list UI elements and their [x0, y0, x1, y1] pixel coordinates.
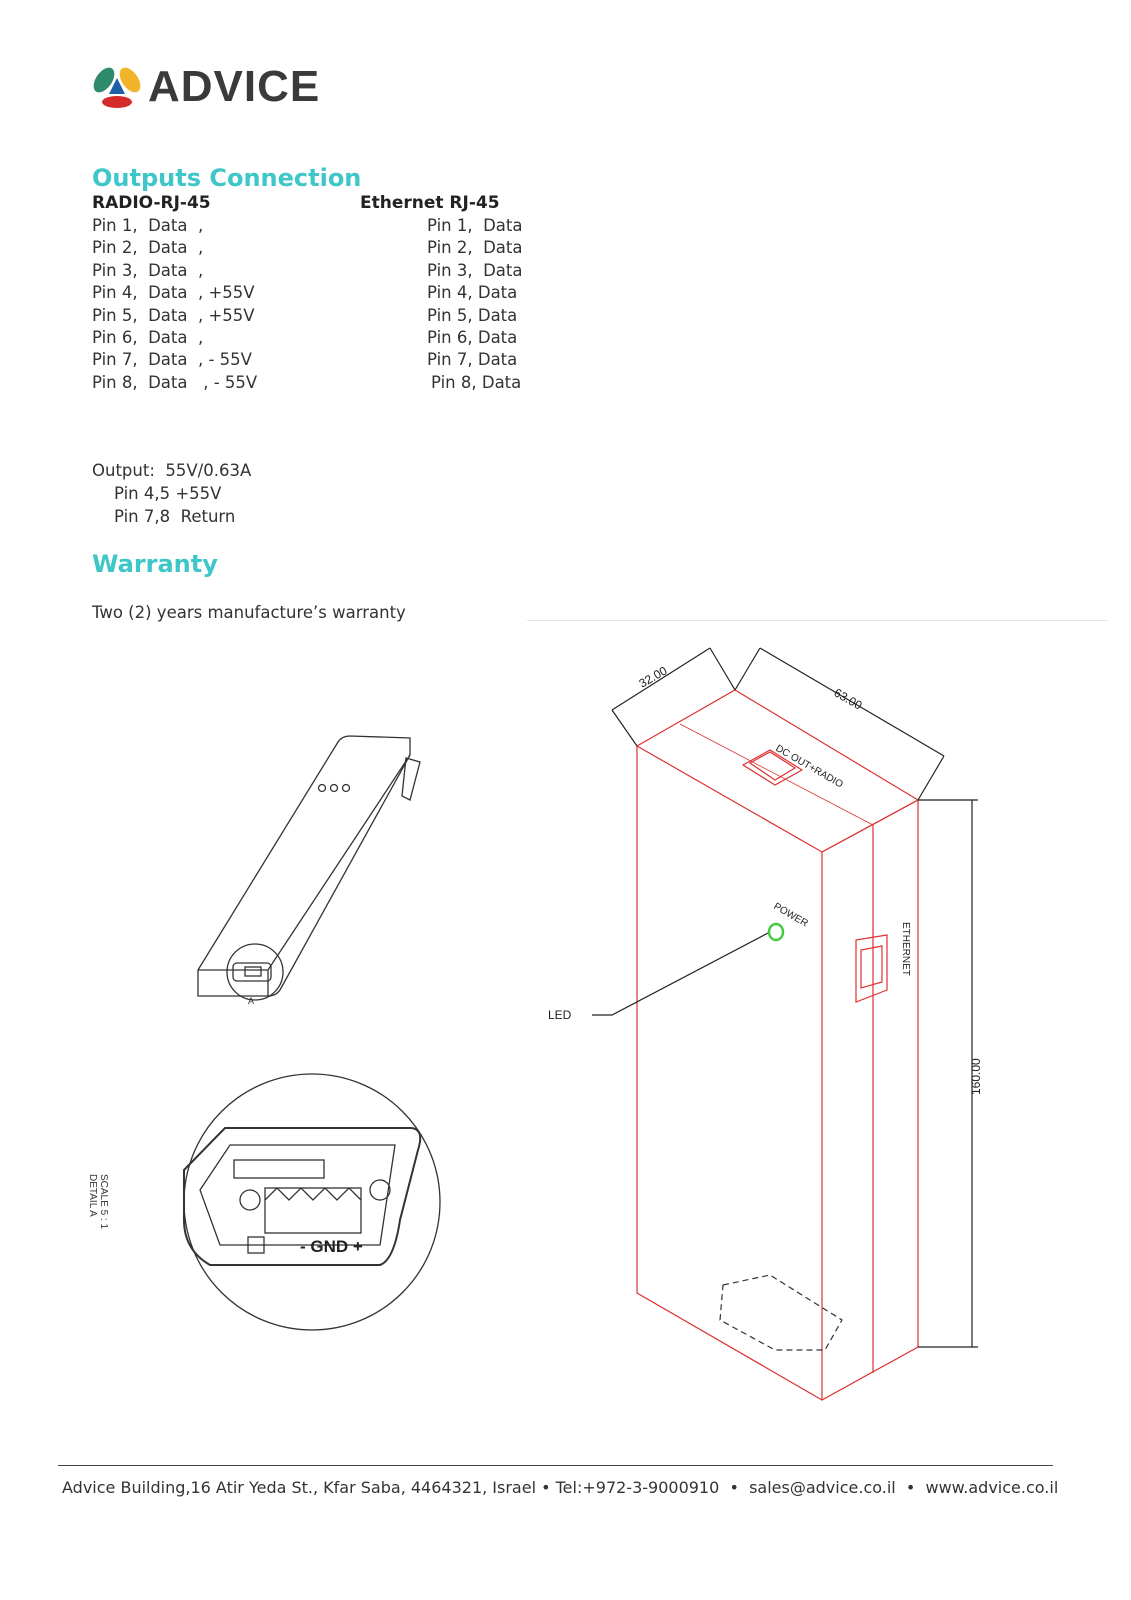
footer-contact: Advice Building,16 Atir Yeda St., Kfar S… [62, 1478, 1059, 1497]
output-spec: Output: 55V/0.63A [92, 461, 252, 480]
detail-label: DETAIL A [87, 1174, 98, 1217]
ethernet-pin: Pin 5, Data [427, 305, 518, 325]
divider [527, 620, 1107, 621]
detail-marker: A [248, 996, 254, 1006]
warranty-text: Two (2) years manufacture’s warranty [92, 603, 406, 622]
led-label: LED [548, 1008, 572, 1022]
device-perspective-drawing: A - GND + [183, 735, 441, 1331]
radio-pin: Pin 4, Data , +55V [92, 283, 255, 303]
logo-text: ADVICE [148, 62, 321, 111]
output-pins-return: Pin 7,8 Return [114, 507, 236, 526]
output-pins-positive: Pin 4,5 +55V [114, 484, 222, 503]
ethernet-pin: Pin 4, Data [427, 283, 518, 303]
scale-label: SCALE 5 : 1 [98, 1174, 109, 1229]
warranty-title: Warranty [92, 550, 218, 578]
radio-pin: Pin 8, Data , - 55V [92, 372, 258, 392]
radio-heading: RADIO-RJ-45 [92, 193, 211, 213]
ethernet-pin: Pin 6, Data [427, 328, 518, 348]
radio-pin: Pin 6, Data , [92, 328, 204, 348]
height-dimension: 160.00 [969, 1058, 983, 1095]
ethernet-port-label: ETHERNET [900, 922, 911, 976]
ethernet-pin: Pin 7, Data [427, 350, 518, 370]
advice-logo-icon [93, 67, 141, 108]
width-dimension: 63.00 [832, 685, 865, 712]
ethernet-pin: Pin 3, Data [427, 260, 523, 280]
radio-pin: Pin 2, Data , [92, 238, 204, 258]
ethernet-pin: Pin 2, Data [427, 238, 523, 258]
ethernet-pin-list: Pin 1, Data Pin 2, Data Pin 3, Data Pin … [427, 215, 523, 394]
radio-pin: Pin 5, Data , +55V [92, 305, 255, 325]
radio-pin-list: Pin 1, Data , Pin 2, Data , Pin 3, Data … [92, 215, 257, 394]
footer-divider [58, 1465, 1053, 1466]
ethernet-heading: Ethernet RJ-45 [360, 193, 500, 213]
ethernet-pin: Pin 1, Data [427, 216, 523, 235]
detail-caption: DETAIL A SCALE 5 : 1 [87, 1174, 109, 1229]
outputs-title: Outputs Connection [92, 164, 362, 192]
radio-pin: Pin 3, Data , [92, 260, 204, 280]
ethernet-pin: Pin 8, Data [431, 372, 522, 392]
terminal-label: - GND + [300, 1237, 363, 1256]
radio-pin: Pin 7, Data , - 55V [92, 350, 252, 370]
dimension-drawing: 32.00 63.00 160.00 DC OUT+RADIO POWER ET… [548, 647, 983, 1402]
depth-dimension: 32.00 [637, 663, 670, 690]
radio-pin: Pin 1, Data , [92, 216, 204, 235]
